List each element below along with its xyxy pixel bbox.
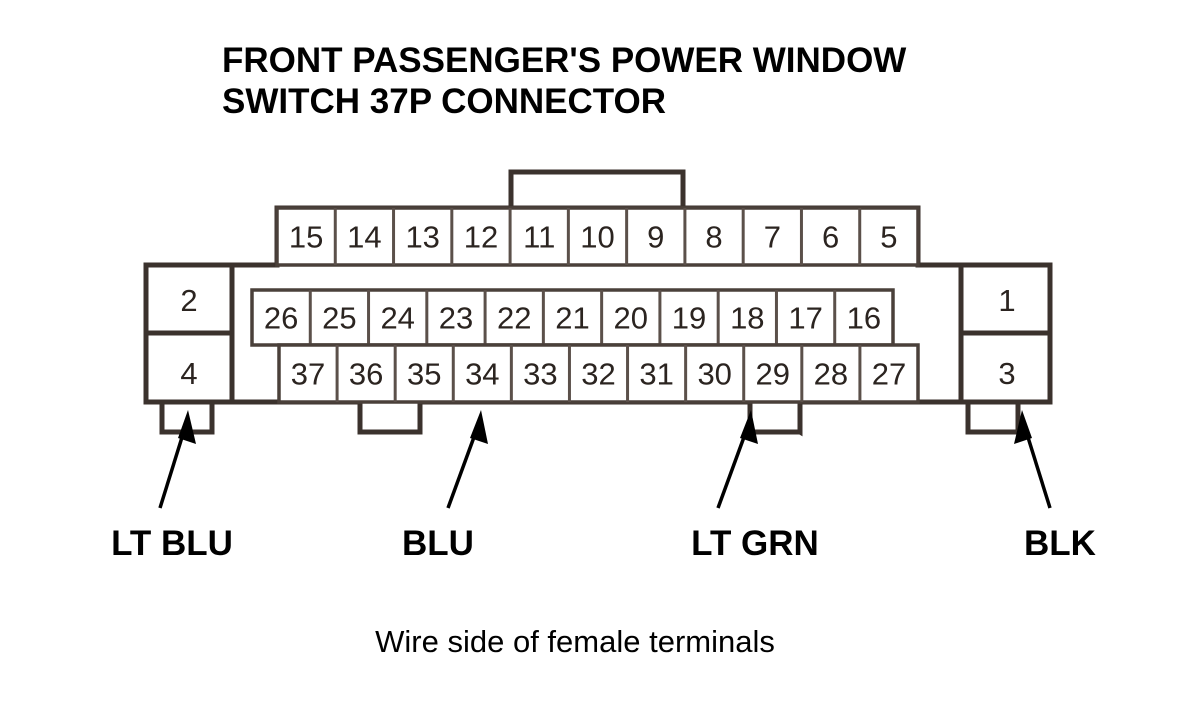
leader-lt-blu — [158, 410, 196, 509]
pin-cell-29: 29 — [756, 357, 790, 392]
wire-label-lt-blu: LT BLU — [111, 524, 233, 563]
pin-cell-34: 34 — [465, 357, 499, 392]
pin-cell-37: 37 — [291, 357, 325, 392]
arrowhead-lt-grn — [740, 410, 758, 444]
pin-cell-16: 16 — [847, 301, 881, 336]
pin-cell-23: 23 — [439, 301, 473, 336]
leader-blu — [446, 410, 488, 509]
arrowhead-lt-blu — [178, 410, 196, 444]
pin-cell-2: 2 — [180, 283, 197, 318]
pin-cell-24: 24 — [380, 301, 414, 336]
pin-cell-32: 32 — [581, 357, 615, 392]
pin-cell-36: 36 — [349, 357, 383, 392]
leader-lt-grn — [716, 410, 758, 509]
pin-cell-5: 5 — [880, 220, 897, 255]
left-pin-column: 2 4 — [143, 262, 235, 405]
arrowhead-blu — [470, 410, 488, 444]
wire-label-lt-grn: LT GRN — [691, 524, 819, 563]
pin-row-top: 15 14 13 12 11 10 9 8 7 6 5 — [275, 206, 920, 267]
pin-cell-18: 18 — [730, 301, 764, 336]
pin-row-middle: 26 25 24 23 22 21 20 19 18 17 16 — [250, 288, 895, 347]
right-pin-column: 1 3 — [958, 262, 1053, 405]
pin-cell-35: 35 — [407, 357, 441, 392]
pin-cell-25: 25 — [322, 301, 356, 336]
arrowhead-blk — [1014, 410, 1032, 444]
wire-label-blk: BLK — [1024, 524, 1096, 563]
pin-cell-20: 20 — [614, 301, 648, 336]
pin-cell-21: 21 — [555, 301, 589, 336]
pin-cell-17: 17 — [788, 301, 822, 336]
pin-cell-13: 13 — [405, 220, 439, 255]
bottom-tab-right-center — [747, 402, 803, 435]
caption: Wire side of female terminals — [375, 624, 775, 659]
wire-label-blu: BLU — [402, 524, 474, 563]
title-line-2: SWITCH 37P CONNECTOR — [222, 82, 666, 121]
title-line-1: FRONT PASSENGER'S POWER WINDOW — [222, 41, 906, 80]
pin-cell-22: 22 — [497, 301, 531, 336]
pin-cell-30: 30 — [697, 357, 731, 392]
pin-cell-1: 1 — [998, 283, 1015, 318]
pin-cell-28: 28 — [814, 357, 848, 392]
pin-cell-15: 15 — [289, 220, 323, 255]
pin-row-bottom-box — [277, 343, 920, 404]
pin-cell-9: 9 — [647, 220, 664, 255]
pin-cell-27: 27 — [872, 357, 906, 392]
pin-cell-4: 4 — [180, 356, 197, 391]
pin-row-bottom: 37 36 35 34 33 32 31 30 29 28 27 — [277, 343, 920, 404]
pin-row-middle-box — [250, 288, 895, 347]
pin-cell-8: 8 — [705, 220, 722, 255]
pin-cell-10: 10 — [580, 220, 614, 255]
pin-cell-6: 6 — [822, 220, 839, 255]
pin-cell-11: 11 — [523, 220, 555, 255]
pin-row-top-box — [275, 206, 920, 267]
pin-cell-19: 19 — [672, 301, 706, 336]
pin-cell-31: 31 — [639, 357, 673, 392]
pin-cell-3: 3 — [998, 356, 1015, 391]
pin-cell-12: 12 — [464, 220, 498, 255]
top-latch — [508, 169, 686, 208]
leader-blk — [1014, 410, 1052, 509]
pin-cell-33: 33 — [523, 357, 557, 392]
pin-cell-26: 26 — [264, 301, 298, 336]
pin-cell-14: 14 — [347, 220, 381, 255]
pin-cell-7: 7 — [764, 220, 781, 255]
